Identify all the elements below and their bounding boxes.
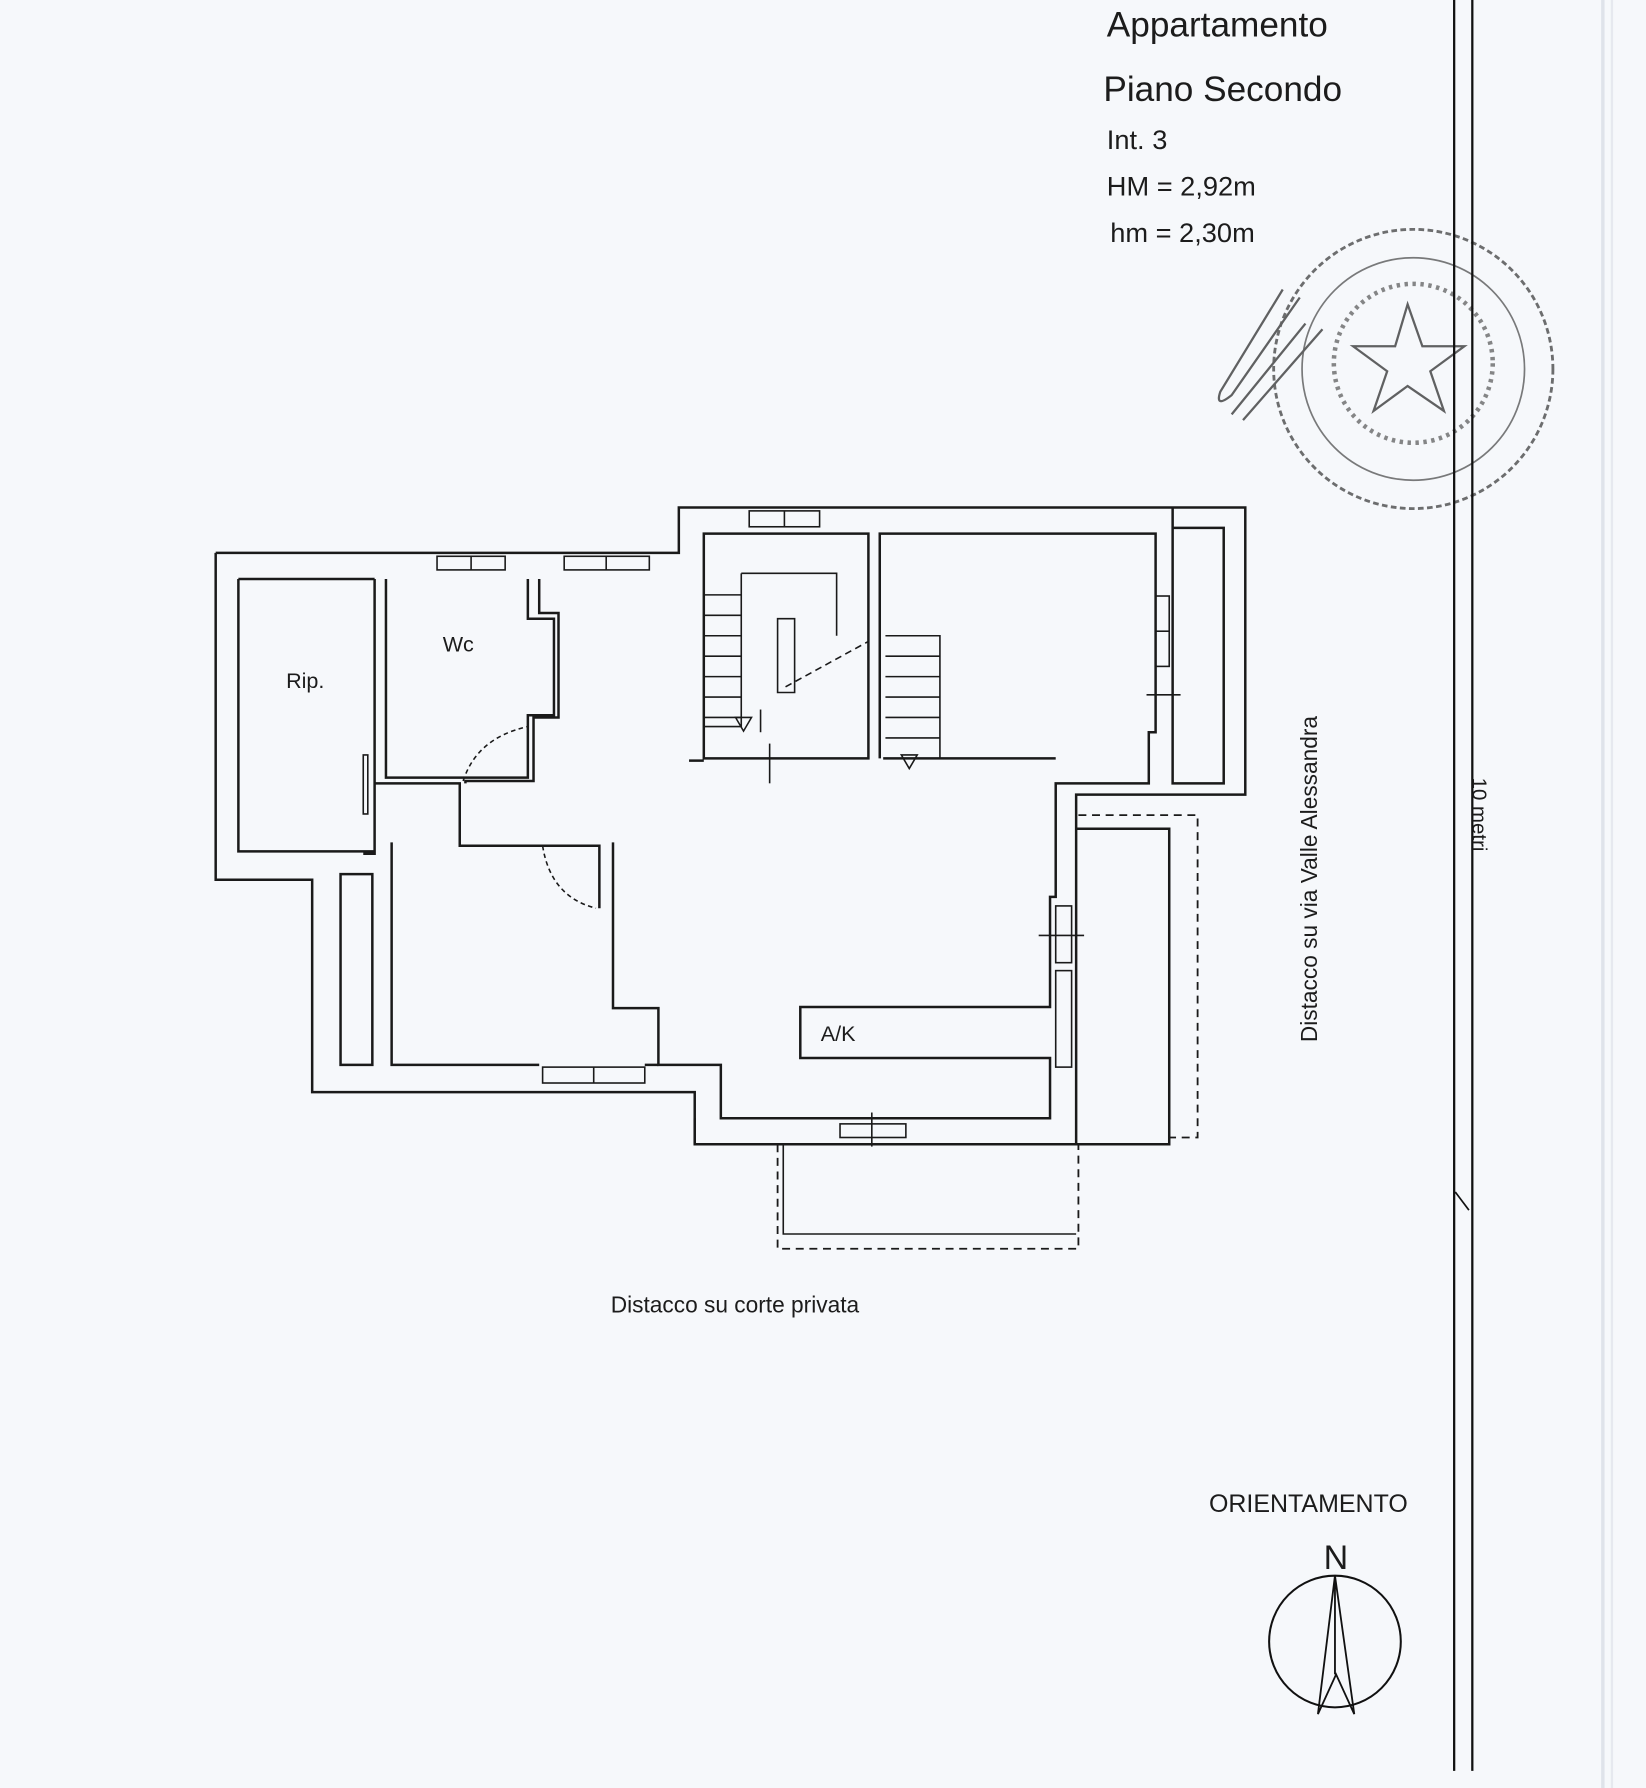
official-stamp xyxy=(1217,227,1555,511)
staircase xyxy=(703,572,941,771)
room-label-toilet: Wc xyxy=(443,632,474,657)
min-height-label: hm = 2,30m xyxy=(1110,217,1255,248)
orientation-label: ORIENTAMENTO xyxy=(1209,1490,1408,1518)
north-arrow-icon xyxy=(1317,1575,1356,1715)
side-label-bottom: Distacco su corte privata xyxy=(611,1291,860,1317)
north-compass: ORIENTAMENTO N xyxy=(1209,1490,1408,1715)
side-label-right: Distacco su via Valle Alessandra xyxy=(1296,716,1322,1043)
balcony-bottom xyxy=(776,1144,1080,1250)
title-block: Appartamento Piano Secondo Int. 3 HM = 2… xyxy=(1103,5,1342,247)
balcony-right xyxy=(1078,814,1199,1139)
arrow-down-icon xyxy=(899,754,919,771)
outer-wall xyxy=(214,506,1247,1146)
door-swing xyxy=(462,725,529,782)
star-icon xyxy=(1349,300,1468,415)
scale-bar: 10 metri xyxy=(1453,0,1489,1771)
room-label-storage: Rip. xyxy=(286,668,324,693)
max-height-label: HM = 2,92m xyxy=(1107,170,1256,201)
title: Appartamento xyxy=(1107,5,1328,44)
floor-label: Piano Secondo xyxy=(1103,70,1342,109)
arrow-down-icon xyxy=(734,716,753,733)
room-label-kitchen: A/K xyxy=(821,1021,856,1046)
windows xyxy=(362,510,1181,1147)
door-swing xyxy=(541,845,597,909)
north-label: N xyxy=(1324,1539,1349,1577)
scale-label: 10 metri xyxy=(1467,778,1489,852)
unit-label: Int. 3 xyxy=(1107,124,1168,155)
floor-plan: Rip. Wc A/K xyxy=(214,506,1247,1250)
